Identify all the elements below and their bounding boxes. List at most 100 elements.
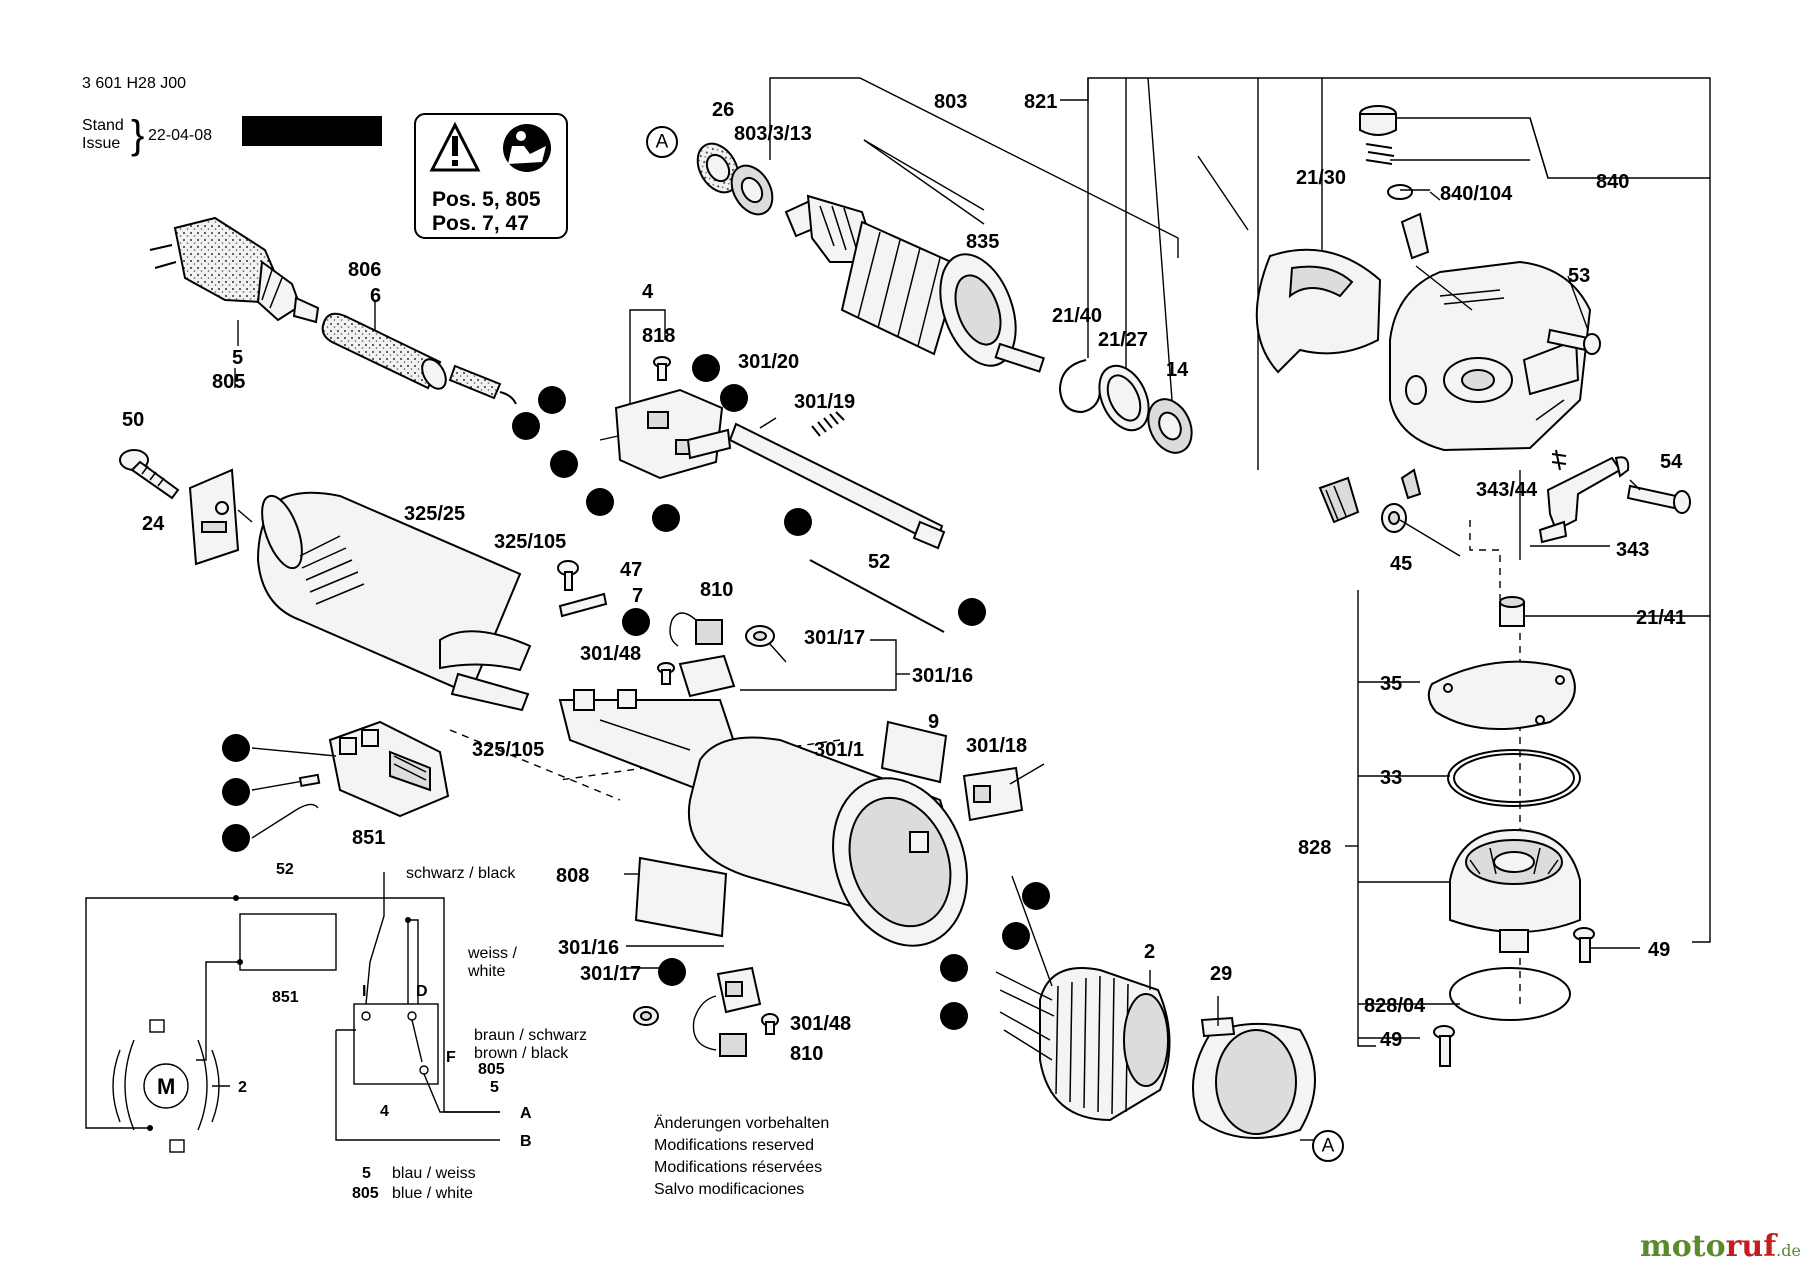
screw-49-right [1573, 927, 1595, 963]
wiring-label-5-b: 5 [362, 1165, 371, 1182]
bearing-flange-828 [1449, 828, 1581, 953]
notice-de: Änderungen vorbehalten [654, 1114, 829, 1132]
cable-sleeve [321, 312, 517, 405]
svg-text:H: H [947, 1006, 961, 1027]
rod-52 [809, 559, 945, 633]
switch-assembly [599, 356, 732, 480]
label-803: 803 [934, 91, 967, 113]
switch-slider [962, 766, 1024, 822]
spring-301-19 [811, 411, 845, 437]
label-301-20: 301/20 [738, 351, 799, 373]
svg-text:B: B [545, 390, 559, 411]
svg-text:A: A [519, 416, 533, 437]
marker-d-rod: D [784, 508, 812, 536]
label-835: 835 [966, 231, 999, 253]
ring-21-27 [1098, 364, 1150, 432]
label-301-19: 301/19 [794, 391, 855, 413]
label-828: 828 [1298, 837, 1331, 859]
label-4: 4 [642, 281, 654, 303]
wiring-label-d: D [416, 983, 428, 1000]
wiring-label-4: 4 [380, 1103, 389, 1120]
figure-label-bg [242, 116, 382, 146]
gasket-35 [1427, 660, 1576, 731]
wiring-diagram: 52 851 I D F 4 805 5 A B 5 805 2 M schwa… [85, 861, 587, 1202]
svg-text:A: A [656, 132, 669, 153]
warning-line-2: Pos. 7, 47 [432, 212, 529, 235]
label-301-16-bottom: 301/16 [558, 937, 619, 959]
label-301-48-bottom: 301/48 [790, 1013, 851, 1035]
svg-text:G: G [1029, 886, 1044, 907]
label-plate-24 [188, 468, 253, 566]
marker-f-switch: F [652, 504, 680, 532]
electronic-module [328, 720, 450, 818]
watermark-logo: motoruf.de [1640, 1229, 1800, 1264]
clip-7 [558, 592, 608, 618]
marker-a-open-bottom: A [1312, 1130, 1344, 1162]
label-325-105-top: 325/105 [494, 531, 566, 553]
wiring-label-5-a: 5 [490, 1079, 499, 1096]
marker-a-cable: A [512, 412, 540, 440]
doc-number: 3 601 H28 J00 [82, 75, 186, 92]
wiring-label-52: 52 [276, 861, 294, 878]
label-301-17-bottom: 301/17 [580, 963, 641, 985]
air-guide-29 [1191, 1016, 1316, 1139]
label-301-48-top: 301/48 [580, 643, 641, 665]
pinion-45 [1318, 468, 1422, 533]
armature [784, 194, 1046, 373]
document-header: 3 601 H28 J00 Stand Issue } 22-04-08 Fig… [82, 75, 382, 157]
wiring-black: schwarz / black [406, 865, 516, 882]
label-821: 821 [1024, 91, 1057, 113]
label-9 [880, 720, 948, 784]
label-343: 343 [1616, 539, 1649, 561]
motor-frame [558, 689, 968, 947]
label-9: 9 [928, 711, 939, 733]
label-806: 806 [348, 259, 381, 281]
label-21-30: 21/30 [1296, 167, 1346, 189]
wiring-label-f: F [446, 1049, 456, 1066]
svg-text:D: D [791, 512, 805, 533]
label-29: 29 [1210, 963, 1232, 985]
marker-i-switch: I [720, 384, 748, 412]
marker-g-brush: G [622, 608, 650, 636]
power-plug [149, 216, 320, 324]
label-325-25: 325/25 [404, 503, 465, 525]
o-ring-33 [1447, 749, 1581, 807]
label-7: 7 [632, 585, 643, 607]
label-47: 47 [620, 559, 642, 581]
wiring-box-851 [239, 913, 337, 971]
brush-810-top [669, 612, 723, 647]
label-6: 6 [370, 285, 381, 307]
label-21-27: 21/27 [1098, 329, 1148, 351]
watermark-part-3: .de [1776, 1241, 1800, 1260]
svg-text:I: I [233, 828, 238, 849]
spindle-lock [1538, 449, 1630, 544]
notice-es: Salvo modificaciones [654, 1181, 804, 1198]
wiring-white-1: weiss / [467, 945, 517, 962]
stand-label: Stand [82, 117, 124, 134]
label-840: 840 [1596, 171, 1629, 193]
notice-fr: Modifications réservées [654, 1159, 822, 1176]
label-35: 35 [1380, 673, 1402, 695]
stator [995, 967, 1171, 1122]
screw-49-bottom [1433, 1025, 1455, 1067]
screw-301-48-bottom [761, 1013, 779, 1035]
wire-leads [251, 747, 337, 839]
marker-i-lead: I [222, 824, 250, 852]
cap-840 [1359, 105, 1430, 260]
marker-f-lead: F [222, 778, 250, 806]
svg-text:E: E [230, 738, 243, 759]
leader-lines [1009, 155, 1641, 1141]
marker-e-lead: E [222, 734, 250, 762]
wiring-label-851: 851 [272, 989, 299, 1006]
spring-301-17-top [745, 625, 787, 663]
label-50: 50 [122, 409, 144, 431]
wiring-blue-2: blue / white [392, 1185, 473, 1202]
label-301-17-top: 301/17 [804, 627, 865, 649]
label-810-top: 810 [700, 579, 733, 601]
warning-box: Pos. 5, 805 Pos. 7, 47 [414, 113, 568, 239]
label-45: 45 [1390, 553, 1412, 575]
circlip-21-40 [1058, 359, 1102, 414]
marker-b-cable: B [538, 386, 566, 414]
label-2: 2 [1144, 941, 1155, 963]
label-810-bottom: 810 [790, 1043, 823, 1065]
